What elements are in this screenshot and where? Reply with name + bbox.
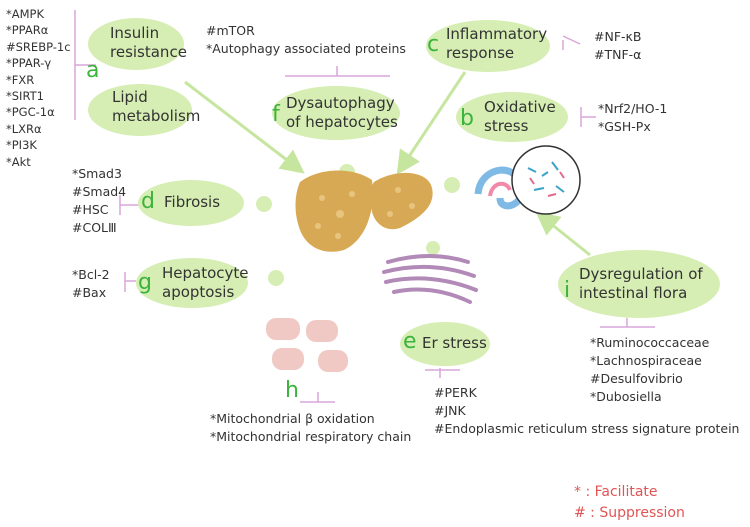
inhibit-bracket-mtor <box>285 66 390 77</box>
inhibit-bracket-h <box>300 392 335 403</box>
liver-illustration <box>295 170 433 252</box>
node-fibrosis-oval <box>138 180 244 226</box>
node-fibrosis-label: Fibrosis <box>164 193 221 211</box>
inhibit-bracket-g <box>124 272 136 292</box>
list-e: #PERK#JNK#Endoplasmic reticulum stress s… <box>434 385 740 436</box>
list-b: *Nrf2/HO-1*GSH-Px <box>598 101 668 134</box>
list-d: *Smad3#Smad4#HSC#COLⅢ <box>72 166 127 235</box>
list-mtor: #mTOR*Autophagy associated proteins <box>206 23 406 56</box>
node-inflammatory-response-oval <box>426 20 550 72</box>
letter-e: e <box>403 329 417 354</box>
dot <box>268 270 284 286</box>
arrow-c-to-liver <box>396 71 467 176</box>
legend-facilitate: * : Facilitate <box>574 484 658 500</box>
list-a: *AMPK*PPARα#SREBP-1c *PPAR-γ*FXR*SIRT1 *… <box>6 7 71 169</box>
inhibit-bracket-e <box>425 368 460 378</box>
node-er-stress-label: Er stress <box>422 334 487 352</box>
legend-suppression: # : Suppression <box>574 505 685 521</box>
letter-d: d <box>141 189 155 214</box>
node-oxidative-stress-oval <box>456 92 568 142</box>
node-dysautophagy-oval <box>272 86 400 140</box>
list-g: *Bcl-2#Bax <box>72 267 110 300</box>
letter-h: h <box>285 378 299 403</box>
inhibit-bracket-b <box>580 107 596 127</box>
er-illustration <box>382 254 478 304</box>
inhibit-bracket-d <box>119 195 140 215</box>
letter-f: f <box>272 102 280 127</box>
letter-g: g <box>138 270 152 295</box>
arrow-a-to-liver <box>184 80 305 174</box>
dot <box>426 241 440 255</box>
node-lipid-metabolism-oval <box>88 84 192 136</box>
mitochondria-illustration <box>266 318 348 372</box>
list-i: *Ruminococcaceae*Lachnospiraceae#Desulfo… <box>590 335 710 404</box>
list-c: #NF-κB#TNF-α <box>594 29 642 62</box>
inhibit-bracket-i <box>600 318 655 328</box>
intestine-illustration <box>474 145 581 215</box>
letter-i: i <box>564 278 571 303</box>
node-hepatocyte-apoptosis-oval <box>136 258 248 308</box>
dot <box>256 196 272 212</box>
inhibit-bracket-a <box>74 10 96 120</box>
list-h: *Mitochondrial β oxidation*Mitochondrial… <box>210 411 412 444</box>
inhibit-bracket-c <box>562 35 581 50</box>
letter-c: c <box>427 32 440 57</box>
letter-a: a <box>86 58 100 83</box>
node-insulin-resistance-oval <box>88 18 184 70</box>
node-intestinal-flora-oval <box>558 250 720 318</box>
node-er-stress-oval <box>400 322 490 366</box>
dot <box>444 177 460 193</box>
arrow-i-to-gut <box>535 211 591 257</box>
letter-b: b <box>460 106 474 131</box>
